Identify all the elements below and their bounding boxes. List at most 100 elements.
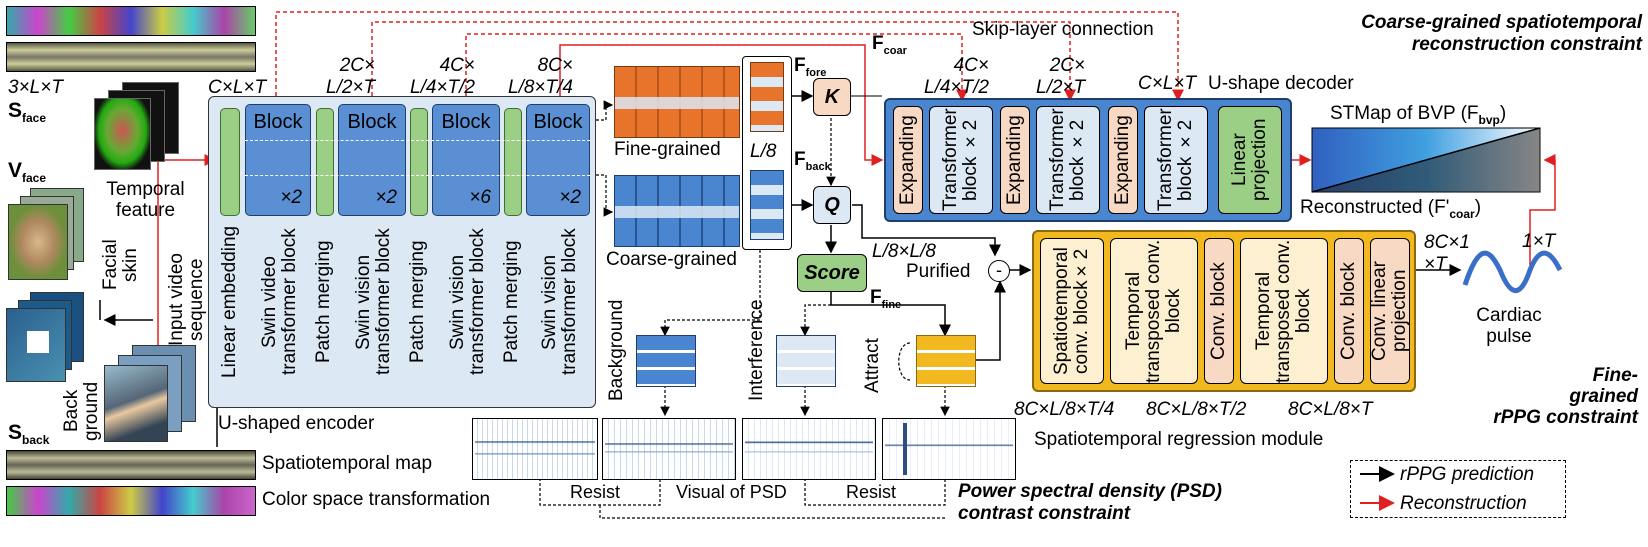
psd-plot-interference <box>742 418 876 480</box>
visual-psd-label: Visual of PSD <box>676 482 787 502</box>
reg-block-5 <box>1334 238 1364 384</box>
patch-merging-bar-1 <box>316 108 334 216</box>
linear-projection-label: Linear projection <box>1229 118 1270 202</box>
expanding-block-3 <box>1108 106 1138 214</box>
raw-video-frame <box>104 365 168 442</box>
reg-label-5: Conv. block <box>1338 262 1360 360</box>
regression-title: Spatiotemporal regression module <box>1034 429 1324 450</box>
psd-plot-background-1 <box>472 418 598 480</box>
decoder-dims-3: C×L×T <box>1138 73 1197 94</box>
decoder-dims-1: 4C× L/4×T/2 <box>924 55 989 98</box>
reg-label-4: Temporal transposed conv. block <box>1253 239 1314 383</box>
stmap-strip-bottom <box>6 450 256 480</box>
encoder-dims-2: 4C× L/4×T/2 <box>410 55 475 98</box>
expanding-block-1 <box>893 106 923 214</box>
color-strip-bottom <box>6 486 256 516</box>
f-fore-label: Ffore <box>794 55 827 79</box>
expanding-label-3: Expanding <box>1112 115 1134 205</box>
minus-node: - <box>988 260 1010 282</box>
f-back-label: Fback <box>794 149 831 173</box>
background-label: Background <box>606 299 628 401</box>
encoder-title: U-shaped encoder <box>218 413 375 434</box>
k-node: K <box>813 78 851 116</box>
patch-merging-bar-3 <box>504 108 522 216</box>
legend-reconstruction: Reconstruction <box>1400 493 1527 514</box>
input-dims: 3×L×T <box>8 77 63 98</box>
face-video-frame <box>8 204 68 280</box>
linear-embedding-bar <box>220 108 240 216</box>
expanding-label-2: Expanding <box>1004 115 1026 205</box>
interference-stack <box>776 335 836 387</box>
score-node: Score <box>797 254 867 292</box>
expanding-block-2 <box>1000 106 1030 214</box>
swin-vision-transformer-label-3: Swin vision transformer block <box>539 228 580 376</box>
encoder-dashed-band <box>245 140 590 176</box>
reg-block-6 <box>1370 238 1410 384</box>
psd-plot-background-2 <box>602 418 736 480</box>
l8-label: L/8 <box>750 141 777 162</box>
stmap-strip-top <box>6 42 256 72</box>
patch-merging-label-3: Patch merging <box>501 240 523 364</box>
s-face-label: Sface <box>8 99 47 126</box>
swin-vision-transformer-label-2: Swin vision transformer block <box>447 228 488 376</box>
attract-label: Attract <box>862 338 884 394</box>
reg-block-2 <box>1110 238 1198 384</box>
transformer-label-2: Transformer block ×2 <box>1047 108 1088 212</box>
reg-dim-pulse: 1×T <box>1522 231 1556 252</box>
reg-label-3: Conv. block <box>1208 262 1230 360</box>
resist-label-1: Resist <box>570 482 621 502</box>
transformer-block-1 <box>929 106 993 214</box>
encoder-block-1: Block ×2 <box>245 104 311 216</box>
coarse-constraint-title: Coarse-grained spatiotemporal reconstruc… <box>1361 12 1642 55</box>
transformer-label-3: Transformer block ×2 <box>1155 108 1196 212</box>
encoder-block-4: Block ×2 <box>526 104 590 216</box>
encoder-dims-in: C×L×T <box>208 77 267 98</box>
f-coar-label: Fcoar <box>872 33 907 57</box>
reg-block-3 <box>1204 238 1234 384</box>
legend-prediction: rPPG prediction <box>1400 464 1535 485</box>
linear-projection-block <box>1218 106 1282 214</box>
back-ground-label: Back ground <box>61 381 102 441</box>
fine-grained-cube <box>614 66 740 138</box>
f-fine-label: Ffine <box>870 287 902 311</box>
color-space-transformation-label: Color space transformation <box>262 489 491 510</box>
skip-layer-label: Skip-layer connection <box>972 19 1154 40</box>
reg-label-1: Spatiotemporal conv. block×2 <box>1051 247 1092 375</box>
fore-cube <box>750 62 784 132</box>
s-back-label: Sback <box>8 421 50 448</box>
v-face-label: Vface <box>8 159 47 186</box>
encoder-dims-3: 8C× L/8×T/4 <box>508 55 573 98</box>
background-stack <box>636 335 696 387</box>
interference-label: Interference <box>746 299 768 401</box>
decoder-title: U-shape decoder <box>1208 73 1354 94</box>
face-mask-image <box>94 98 151 170</box>
patch-merging-bar-2 <box>410 108 428 216</box>
q-node: Q <box>813 186 851 224</box>
resist-label-2: Resist <box>846 482 897 502</box>
fine-grained-label: Fine-grained <box>614 139 721 160</box>
foreground-stack <box>916 335 976 387</box>
encoder-dims-1: 2C× L/2×T <box>326 55 376 98</box>
swin-video-transformer-label: Swin video transformer block <box>259 228 300 376</box>
legend-box <box>1350 460 1566 518</box>
linear-embedding-label: Linear embedding <box>219 225 241 379</box>
transformer-label-1: Transformer block ×2 <box>940 108 981 212</box>
reg-label-6: Conv. linear projection <box>1369 261 1410 361</box>
coarse-grained-label: Coarse-grained <box>606 249 737 270</box>
reg-dims-2: 8C×L/8×T/2 <box>1146 399 1247 420</box>
reg-block-1 <box>1040 238 1104 384</box>
facial-skin-label: Facial skin <box>100 239 141 291</box>
coarse-grained-cube <box>614 175 740 247</box>
transformer-block-3 <box>1144 106 1208 214</box>
reg-block-4 <box>1240 238 1328 384</box>
cardiac-pulse-label: Cardiac pulse <box>1476 305 1542 347</box>
l8xl8-label: L/8×L/8 <box>872 241 936 262</box>
reg-dims-1: 8C×L/8×T/4 <box>1014 399 1115 420</box>
swin-vision-transformer-label-1: Swin vision transformer block <box>353 228 394 376</box>
patch-merging-label-1: Patch merging <box>313 240 335 364</box>
spatiotemporal-map-label: Spatiotemporal map <box>262 453 433 474</box>
reg-label-2: Temporal transposed conv. block <box>1123 239 1184 383</box>
fine-constraint-title: Fine- grained rPPG constraint <box>1493 365 1638 428</box>
expanding-label-1: Expanding <box>897 115 919 205</box>
